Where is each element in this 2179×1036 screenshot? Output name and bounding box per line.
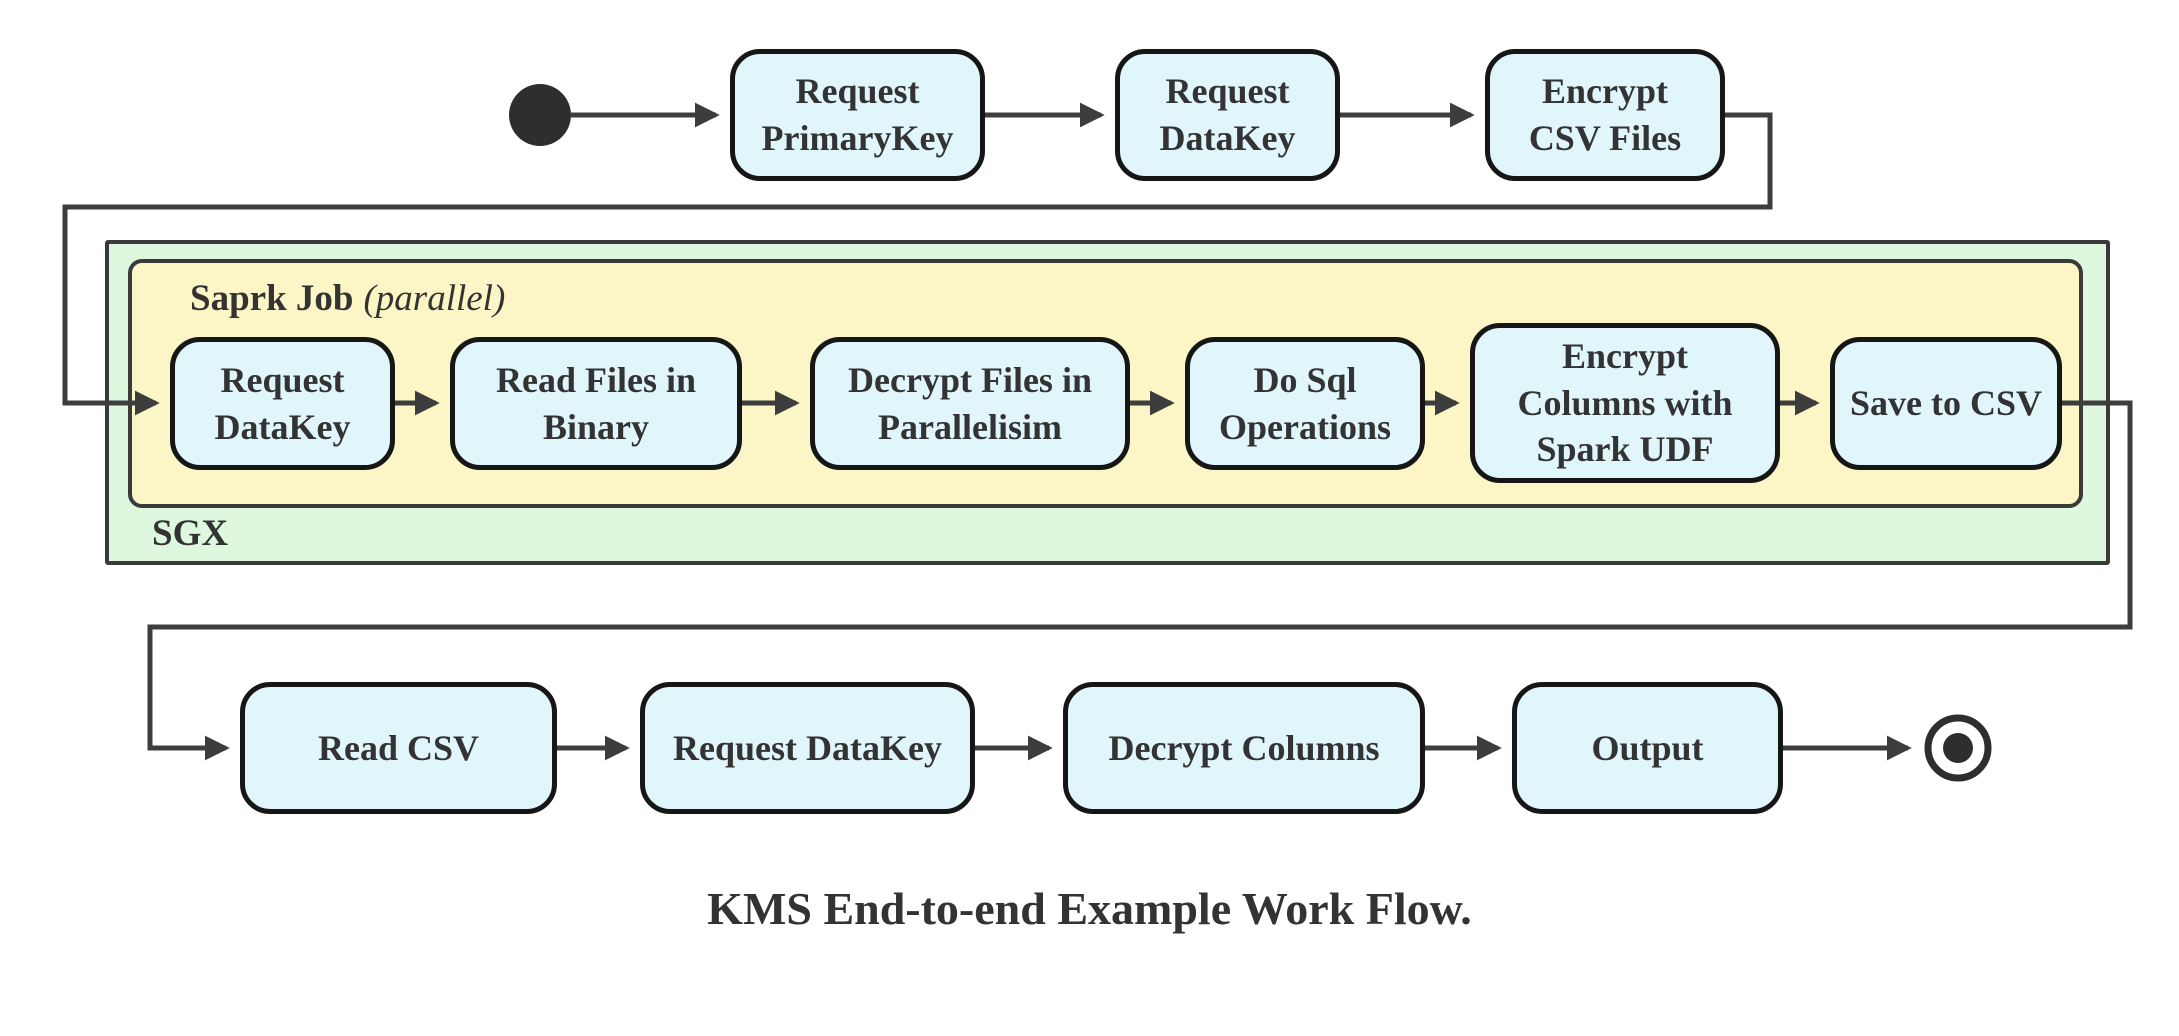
node-request-datakey-bottom: Request DataKey	[640, 682, 975, 814]
spark-job-label-text: Saprk Job	[190, 278, 354, 319]
start-node-icon	[509, 84, 571, 146]
end-node-icon	[1924, 714, 1992, 782]
node-read-csv: Read CSV	[240, 682, 557, 814]
spark-job-group-label: Saprk Job(parallel)	[190, 277, 505, 320]
node-output: Output	[1512, 682, 1783, 814]
node-sgx-request-datakey: Request DataKey	[170, 337, 395, 470]
node-read-files-in-binary: Read Files in Binary	[450, 337, 742, 470]
spark-job-label-suffix: (parallel)	[363, 278, 506, 319]
node-encrypt-csv-files: Encrypt CSV Files	[1485, 49, 1725, 181]
node-save-to-csv: Save to CSV	[1830, 337, 2062, 470]
node-request-datakey-top: Request DataKey	[1115, 49, 1340, 181]
node-decrypt-files-in-parallelisim: Decrypt Files in Parallelisim	[810, 337, 1130, 470]
sgx-group-label: SGX	[152, 513, 229, 554]
node-encrypt-columns-with-spark-udf: Encrypt Columns with Spark UDF	[1470, 323, 1780, 483]
node-decrypt-columns: Decrypt Columns	[1063, 682, 1425, 814]
node-request-primarykey: Request PrimaryKey	[730, 49, 985, 181]
node-do-sql-operations: Do Sql Operations	[1185, 337, 1425, 470]
diagram-caption: KMS End-to-end Example Work Flow.	[707, 883, 1472, 934]
